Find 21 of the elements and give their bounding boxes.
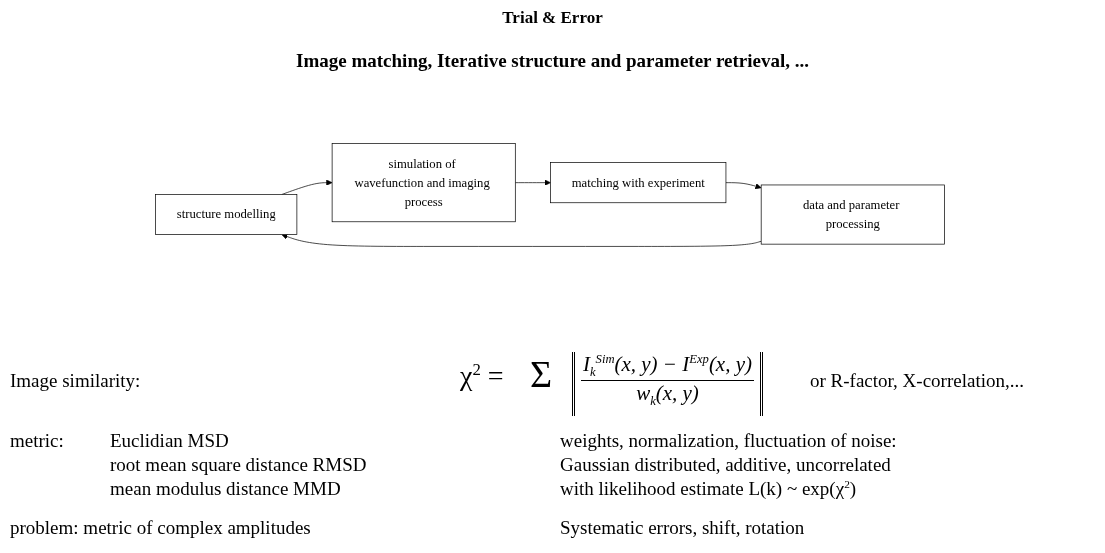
formula-term: χ$^{2}$ =	[460, 360, 504, 393]
metric-item: root mean square distance RMSD	[110, 454, 367, 476]
row-label: metric:	[10, 430, 64, 452]
node-box: data and parameter processing	[760, 184, 945, 245]
sum-symbol: Σ	[530, 352, 553, 396]
note: or R-factor, X-correlation,...	[810, 370, 1024, 392]
numerator: I$_{k}$$^{Sim}$(x, y) − I$^{Exp}$(x, y)	[581, 352, 754, 382]
title: Trial & Error	[501, 8, 604, 28]
node-box: structure modelling	[155, 194, 298, 235]
note: weights, normalization, fluctuation of noise:	[560, 430, 897, 452]
node-box: matching with experiment	[550, 162, 727, 204]
note: Gaussian distributed, additive, uncorrelated	[560, 454, 891, 476]
note: problem: metric of complex amplitudes	[10, 517, 311, 539]
formula-label: Image similarity:	[10, 370, 141, 392]
note: with likelihood estimate L(k) ~ exp(χ$^{2}$)	[560, 478, 857, 501]
node-box: simulation of wavefunction and imaging process	[331, 143, 516, 223]
metric-item: mean modulus distance MMD	[110, 478, 341, 500]
denominator: w$_{k}$(x, y)	[635, 381, 700, 410]
subtitle: Image matching, Iterative structure and parameter retrieval, ...	[295, 50, 810, 72]
metric-item: Euclidian MSD	[110, 430, 229, 452]
note: Systematic errors, shift, rotation	[560, 517, 805, 539]
